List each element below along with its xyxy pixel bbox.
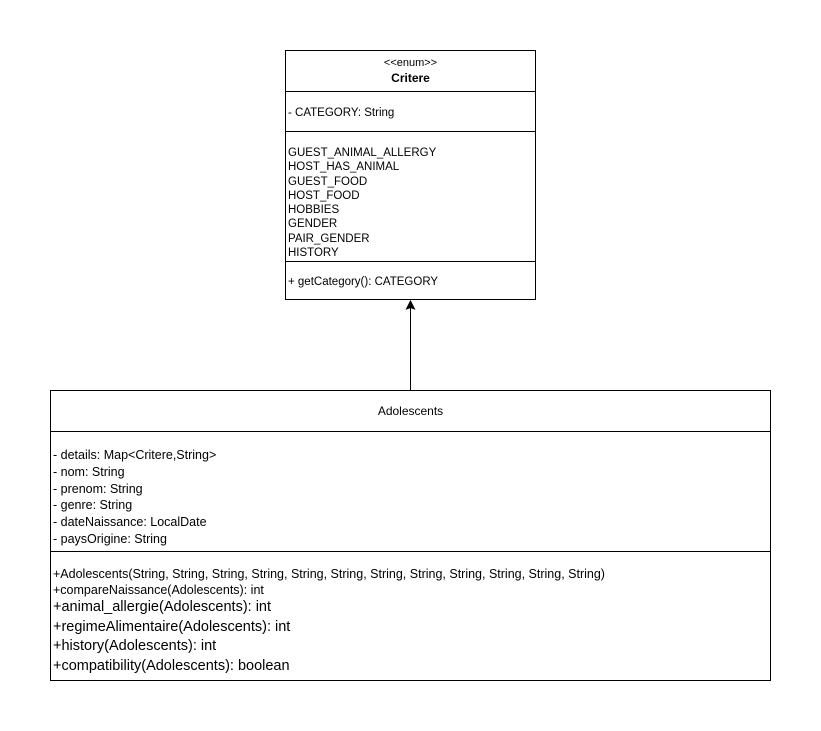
critere-literal: GUEST_ANIMAL_ALLERGY [288,147,437,159]
adolescents-attribute: - details: Map<Critere,String> [53,448,217,462]
critere-operation: + getCategory(): CATEGORY [288,276,439,288]
adolescents-operation: +regimeAlimentaire(Adolescents): int [53,618,291,635]
critere-literal: PAIR_GENDER [288,232,370,245]
adolescents-operation: +compatibility(Adolescents): boolean [53,657,290,674]
critere-literal: GUEST_FOOD [288,175,368,188]
adolescents-attribute: - nom: String [53,464,125,479]
adolescents-operation: +Adolescents(String, String, String, Str… [53,567,605,581]
adolescents-attributes: - details: Map<Critere,String> - nom: St… [51,431,770,551]
adolescents-header: Adolescents [51,391,770,431]
critere-literals: GUEST_ANIMAL_ALLERGY HOST_HAS_ANIMAL GUE… [286,131,535,261]
adolescents-attribute: - genre: String [53,498,133,513]
adolescents-attribute: - prenom: String [53,481,143,496]
critere-header: <<enum>> Critere [286,51,535,91]
critere-literal: HOST_HAS_ANIMAL [288,161,400,174]
adolescents-operations: +Adolescents(String, String, String, Str… [51,551,770,680]
critere-class-name: Critere [391,71,430,85]
adolescents-attribute: - paysOrigine: String [53,531,167,546]
critere-operations: + getCategory(): CATEGORY [286,261,535,299]
arrow-head [405,299,416,310]
critere-literal: HOBBIES [288,204,340,217]
adolescents-operation: +animal_allergie(Adolescents): int [53,599,272,615]
critere-attributes: - CATEGORY: String [286,91,535,131]
adolescents-operation: +compareNaissance(Adolescents): int [53,582,264,597]
critere-literal: HISTORY [288,247,339,260]
adolescents-class[interactable]: Adolescents - details: Map<Critere,Strin… [50,390,771,681]
critere-class[interactable]: <<enum>> Critere - CATEGORY: String GUES… [285,50,536,300]
critere-attribute: - CATEGORY: String [288,107,395,119]
critere-literal: HOST_FOOD [288,189,360,202]
critere-stereotype: <<enum>> [383,57,438,69]
critere-literal: GENDER [288,218,338,231]
adolescents-attribute: - dateNaissance: LocalDate [53,515,207,530]
adolescents-operation: +history(Adolescents): int [53,638,217,654]
adolescents-class-name: Adolescents [377,404,444,418]
